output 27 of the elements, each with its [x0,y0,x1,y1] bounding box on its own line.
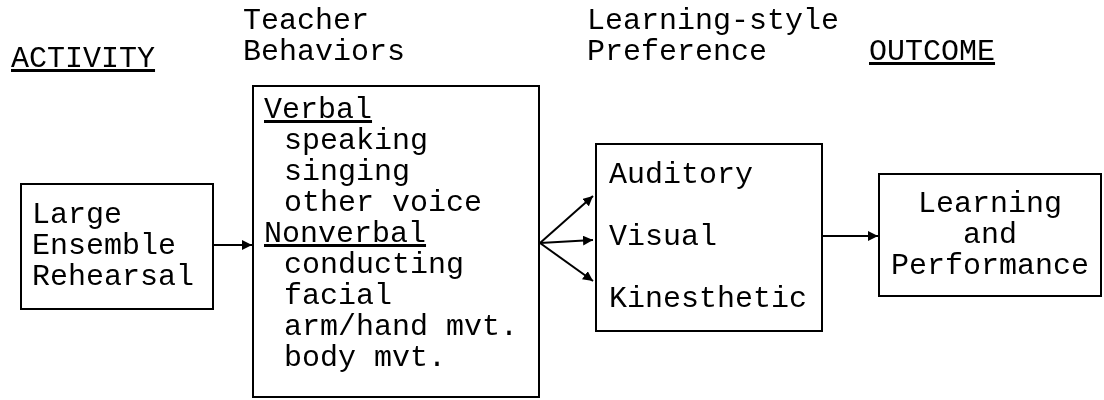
column-heading: Teacher Behaviors [243,6,407,68]
behavior-item: other voice [284,188,483,219]
box-text: Learning and Performance [889,188,1090,282]
behavior-item: singing [284,157,411,188]
behavior-item: conducting [284,250,465,281]
behavior-item: facial [284,281,393,312]
column-heading: OUTCOME [869,37,997,68]
process-box [595,143,823,332]
style-item: Kinesthetic [609,283,808,315]
style-item: Visual [609,222,718,253]
category-heading: Nonverbal [264,219,427,250]
arrow [539,242,594,282]
arrow [539,195,594,244]
category-heading: Verbal [264,95,373,126]
process-box [878,173,1102,297]
column-heading: ACTIVITY [11,44,157,75]
arrow [539,235,594,246]
process-box [252,85,540,398]
behavior-item: speaking [284,126,429,157]
process-box [20,183,214,310]
behavior-item: body mvt. [284,343,447,374]
arrow [822,231,879,241]
arrow [213,240,253,250]
column-heading: Learning-style Preference [587,6,841,68]
behavior-item: arm/hand mvt. [284,312,519,343]
box-text: Large Ensemble Rehearsal [32,200,196,293]
style-item: Auditory [609,160,754,192]
